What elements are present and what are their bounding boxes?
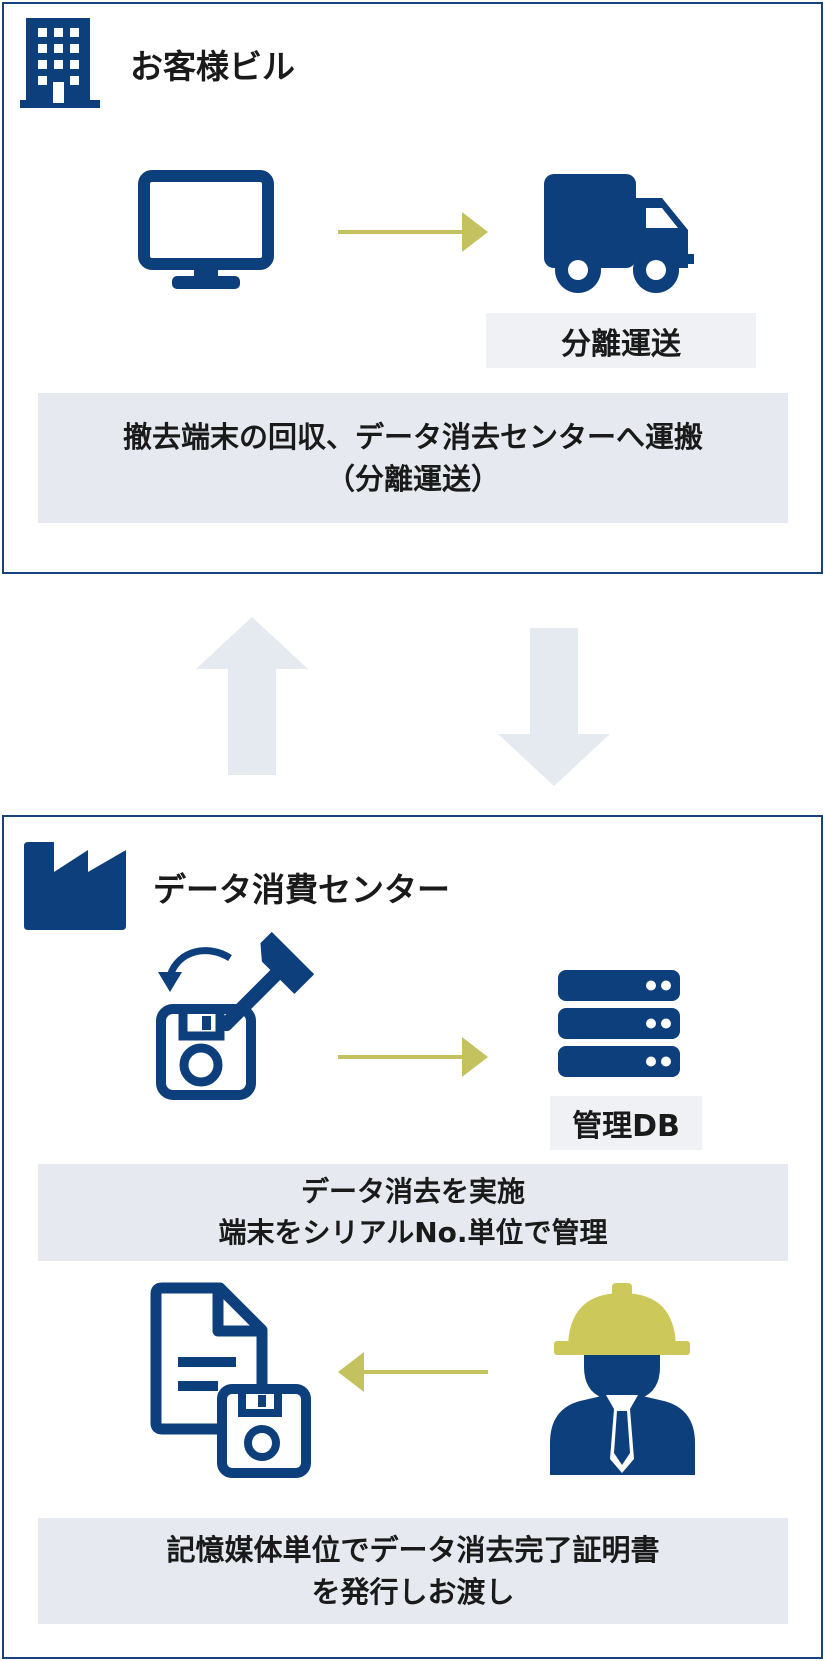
collection-description-box: 撤去端末の回収、データ消去センターへ運搬 （分離運送）	[38, 393, 788, 523]
up-arrow-icon	[196, 617, 308, 775]
customer-building-title: お客様ビル	[130, 47, 295, 86]
collection-description-line1: 撤去端末の回収、データ消去センターへ運搬	[122, 419, 703, 454]
monitor-icon	[138, 170, 274, 289]
floppy-erase-icon	[156, 931, 315, 1100]
data-center-title: データ消費センター	[153, 870, 450, 909]
arrow-right-icon	[338, 1037, 488, 1077]
separate-transport-label: 分離運送	[486, 313, 756, 368]
arrow-left-icon	[338, 1352, 488, 1392]
management-db-label: 管理DB	[550, 1096, 702, 1150]
factory-icon	[24, 842, 126, 930]
certificate-line2: を発行しお渡し	[311, 1575, 515, 1609]
collection-description-line2: （分離運送）	[325, 462, 500, 496]
truck-icon	[544, 174, 694, 293]
worker-icon	[550, 1283, 695, 1475]
document-floppy-icon	[150, 1282, 311, 1478]
server-icon	[558, 970, 680, 1077]
data-erasure-box: データ消去を実施 端末をシリアルNo.単位で管理	[38, 1164, 788, 1261]
down-arrow-icon	[498, 628, 610, 786]
certificate-box: 記憶媒体単位でデータ消去完了証明書 を発行しお渡し	[38, 1518, 788, 1624]
building-icon	[20, 18, 100, 108]
certificate-line1: 記憶媒体単位でデータ消去完了証明書	[166, 1532, 660, 1567]
data-erasure-line2: 端末をシリアルNo.単位で管理	[218, 1215, 608, 1249]
data-erasure-line1: データ消去を実施	[300, 1174, 525, 1208]
arrow-right-icon	[338, 212, 488, 252]
